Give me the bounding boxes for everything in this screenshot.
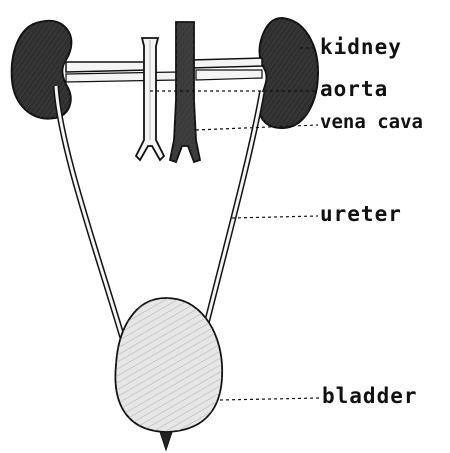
ureter-label: ureter <box>320 204 402 225</box>
kidney-label: kidney <box>320 37 402 58</box>
left-ureter <box>56 86 126 350</box>
left-kidney <box>12 21 72 119</box>
renal-vessels <box>66 58 262 82</box>
right-kidney <box>259 18 318 128</box>
vena-cava-label: vena cava <box>320 113 423 132</box>
right-ureter <box>200 92 262 350</box>
vena-cava <box>170 22 200 162</box>
bladder-label: bladder <box>322 386 418 407</box>
bladder-leader <box>220 398 320 400</box>
aorta <box>136 38 164 160</box>
aorta-label: aorta <box>320 79 388 100</box>
ureter-leader <box>232 216 318 218</box>
bladder <box>115 298 222 450</box>
